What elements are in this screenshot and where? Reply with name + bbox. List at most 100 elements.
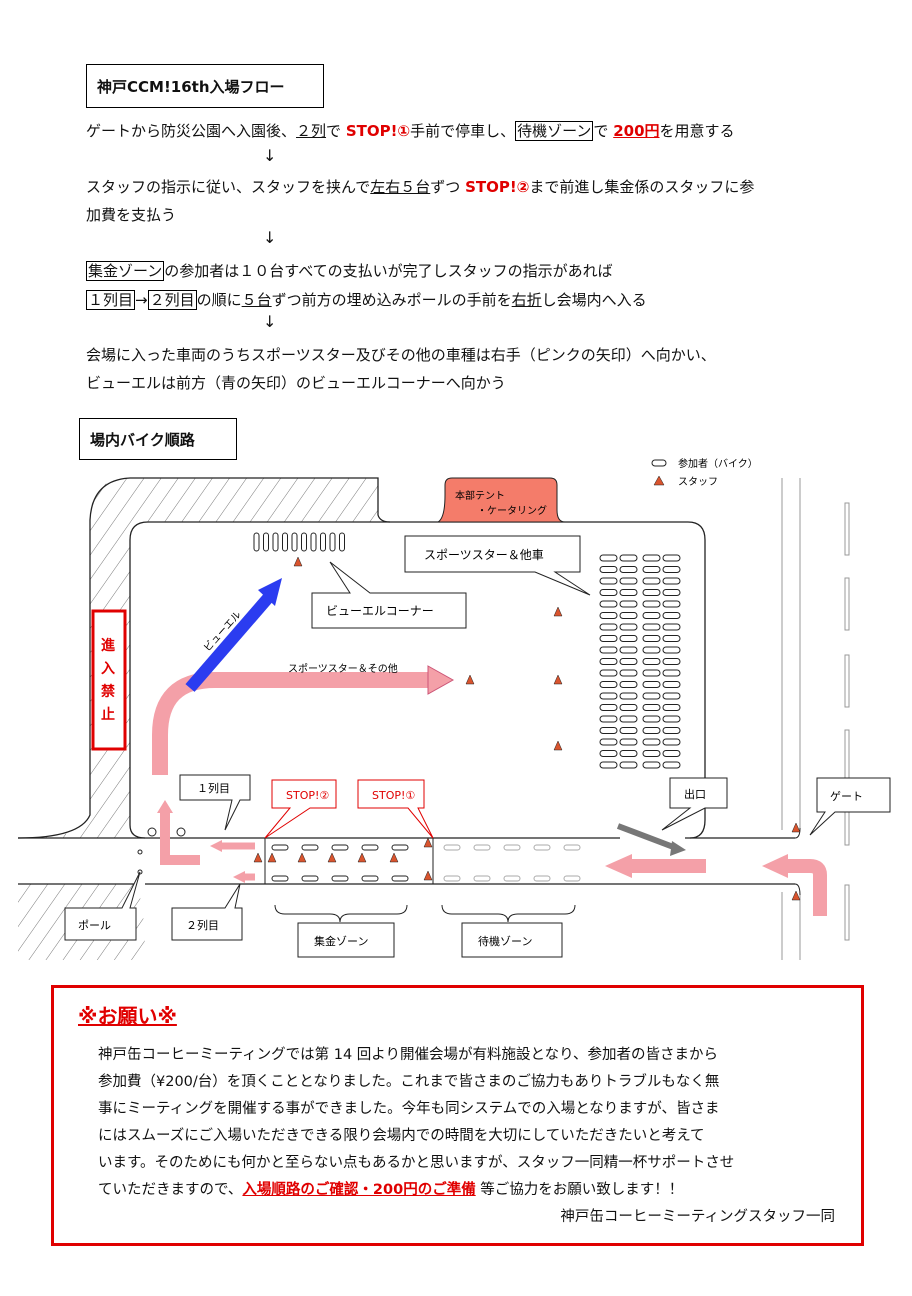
bike-icon [599, 692, 618, 700]
bike-icon [642, 669, 661, 677]
bike-icon [619, 635, 638, 642]
bike-icon [662, 635, 681, 642]
flow-step-2b: 加費を支払う [86, 206, 177, 224]
bike-icon [642, 612, 661, 619]
highlight: 入場順路のご確認・200円のご準備 [242, 1182, 476, 1198]
bike-icon [391, 875, 409, 882]
waiting-bike-icon [503, 875, 521, 882]
flow-step-1: ゲートから防災公園へ入園後、２列で STOP!①手前で停車し、待機ゾーンで 20… [86, 120, 735, 141]
bike-icon [662, 612, 681, 619]
staff-icon [357, 852, 367, 863]
bike-icon [599, 681, 618, 688]
bike-icon [263, 532, 269, 552]
flow-step-3: 集金ゾーンの参加者は１０台すべての支払いが完了しスタッフの指示があれば [86, 260, 613, 281]
waiting-bike-icon [443, 875, 461, 882]
bike-icon [662, 669, 681, 677]
text: 等ご協力をお願い致します！！ [475, 1182, 684, 1198]
row2-label: ２列目 [186, 918, 219, 932]
staff-icon [327, 852, 337, 863]
bike-icon [619, 646, 638, 654]
venue-boundary [129, 521, 706, 839]
bike-icon [619, 761, 638, 769]
bike-icon [642, 554, 661, 562]
stop-label: STOP!② [465, 178, 530, 196]
staff-icon [553, 674, 563, 685]
bike-icon [662, 577, 681, 585]
signature: 神戸缶コーヒーミーティングスタッフ一同 [560, 1209, 835, 1225]
text: スタッフの指示に従い、スタッフを挟んで [86, 178, 371, 196]
pole-label: ポール [78, 919, 111, 932]
zone-bikes [271, 844, 581, 882]
notice-body: 神戸缶コーヒーミーティングでは第 14 回より開催会場が有料施設となり、参加者の… [98, 1042, 838, 1204]
bike-icon [662, 727, 681, 734]
bike-icon [662, 704, 681, 711]
bike-icon [619, 612, 638, 619]
no-entry-sign [91, 609, 127, 751]
bike-icon [642, 577, 661, 585]
down-arrow-icon: ↓ [263, 146, 277, 165]
staff-icon [791, 890, 801, 901]
notice-line: ていただきますので、入場順路のご確認・200円のご準備 等ご協力をお願い致します… [98, 1177, 838, 1204]
staff-icon [293, 556, 303, 567]
staff-legend-icon [653, 475, 665, 486]
bike-icon [619, 692, 638, 700]
bike-icon [361, 875, 379, 882]
bike-icon [331, 875, 349, 882]
bike-icon [662, 681, 681, 688]
bike-icon [599, 566, 618, 573]
staff-icon [297, 852, 307, 863]
notice-line: います。そのためにも何かと至らない点もあるかと思いますが、スタッフ一同精一杯サポ… [98, 1155, 735, 1171]
down-arrow-icon: ↓ [263, 312, 277, 331]
bike-icon [619, 727, 638, 734]
gate-label: ゲート [830, 790, 863, 803]
staff-markers [253, 556, 801, 901]
bike-icon [599, 715, 618, 723]
bike-icon [662, 761, 681, 769]
bike-icon [642, 600, 661, 608]
text: の順に [196, 291, 242, 309]
bike-icon [599, 623, 618, 631]
waiting-zone-label: 待機ゾーン [478, 934, 532, 948]
staff-icon [267, 852, 277, 863]
notice-box: ※お願い※ 神戸缶コーヒーミーティングでは第 14 回より開催会場が有料施設とな… [51, 985, 864, 1246]
bike-icon [599, 738, 618, 746]
stop1-label: STOP!① [372, 789, 415, 802]
bike-icon [619, 554, 638, 562]
waiting-bike-icon [503, 844, 521, 851]
notice-line: 事にミーティングを開催する事ができました。今年も同システムでの入場となりますが、… [98, 1101, 720, 1117]
bike-icon [642, 658, 661, 665]
bike-icon [662, 646, 681, 654]
text: を用意する [659, 122, 735, 140]
bike-icon [619, 715, 638, 723]
waiting-bike-icon [563, 844, 581, 851]
text: → [135, 291, 148, 309]
bike-icon [619, 589, 638, 596]
buell-parking [253, 532, 345, 552]
venue-map: 本部テント ・ケータリング 参加者（バイク） スタッフ スポーツスター＆他車 ビ… [17, 457, 891, 960]
flow-step-2: スタッフの指示に従い、スタッフを挟んで左右５台ずつ STOP!②まで前進し集金係… [86, 176, 754, 197]
staff-icon [389, 852, 399, 863]
text: ５台 [241, 291, 272, 309]
notice-line: 神戸缶コーヒーミーティングでは第 14 回より開催会場が有料施設となり、参加者の… [98, 1047, 718, 1063]
text: ずつ [430, 178, 466, 196]
sportster-callout [404, 535, 591, 596]
bike-icon [662, 623, 681, 631]
bike-icon [619, 658, 638, 665]
exit-label: 出口 [684, 787, 706, 801]
tent-label: 本部テント [455, 489, 505, 502]
bike-icon [662, 658, 681, 665]
exit-arrow [616, 823, 678, 851]
bike-icon [642, 646, 661, 654]
bike-icon [662, 715, 681, 723]
bike-icon [310, 532, 317, 552]
bike-icon [391, 844, 409, 851]
no-entry-char: 進 [101, 638, 115, 654]
bike-icon [301, 875, 319, 882]
bike-icon [619, 681, 638, 688]
bike-icon [642, 635, 661, 642]
buell-callout [311, 561, 467, 629]
down-arrow-icon: ↓ [263, 228, 277, 247]
legend-staff: スタッフ [678, 476, 718, 488]
bike-icon [642, 727, 661, 734]
bike-icon [599, 704, 618, 711]
